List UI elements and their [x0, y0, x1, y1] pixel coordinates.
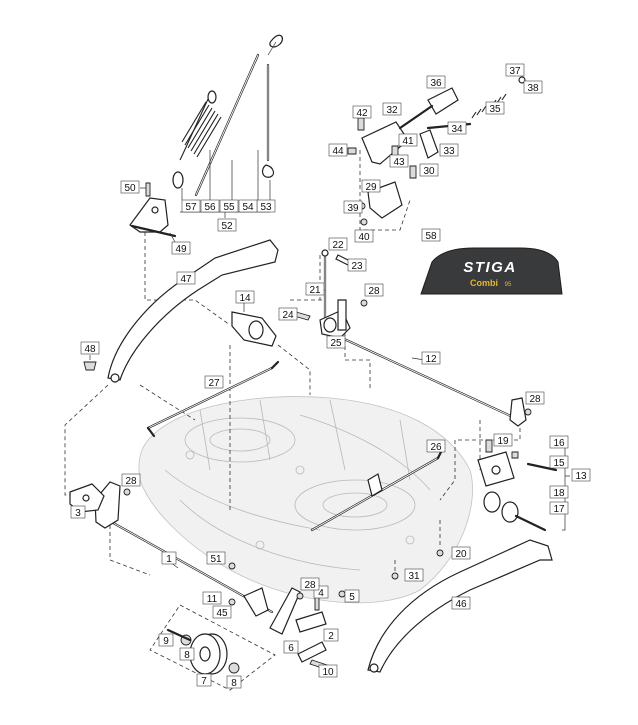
hinge-bracket-14 — [231, 303, 277, 347]
part-label: 22 — [332, 240, 344, 251]
part-label: 37 — [509, 66, 521, 77]
part-label: 30 — [423, 166, 435, 177]
part-label: 8 — [184, 650, 190, 661]
part-label: 46 — [455, 599, 467, 610]
part-label: 16 — [553, 438, 565, 449]
part-label: 54 — [242, 202, 254, 213]
part-label: 28 — [125, 476, 137, 487]
part-label: 51 — [210, 554, 222, 565]
part-label: 15 — [553, 458, 565, 469]
part-label: 24 — [282, 310, 294, 321]
stiga-combi-decal: STIGA Combi 95 — [420, 247, 563, 295]
part-label: 6 — [288, 643, 294, 654]
roller-group-13 — [477, 439, 570, 532]
part-label: 23 — [351, 261, 363, 272]
part-label: 35 — [489, 104, 501, 115]
decal-model-size: 95 — [505, 282, 512, 288]
decal-model: Combi — [470, 278, 498, 288]
part-label: 28 — [368, 286, 380, 297]
part-label: 8 — [231, 678, 237, 689]
part-label: 13 — [575, 471, 587, 482]
part-label: 20 — [455, 549, 467, 560]
part-label: 17 — [553, 504, 565, 515]
bar-47 — [107, 239, 279, 383]
decal-plate — [420, 247, 563, 295]
part-label: 53 — [260, 202, 272, 213]
part-label: 34 — [451, 124, 463, 135]
part-label: 12 — [425, 354, 437, 365]
part-label: 18 — [553, 488, 565, 499]
part-label: 5 — [349, 592, 355, 603]
pivot-25 — [319, 299, 351, 339]
part-label: 28 — [304, 580, 316, 591]
rod-26 — [310, 448, 444, 532]
part-label: 58 — [425, 231, 437, 242]
part-label: 10 — [322, 667, 334, 678]
lever-assembly — [347, 76, 526, 226]
part-label: 47 — [180, 274, 192, 285]
part-label: 4 — [318, 588, 324, 599]
part-label: 38 — [527, 83, 539, 94]
decal-brand: STIGA — [463, 259, 516, 276]
rod-27 — [146, 360, 280, 438]
part-label: 40 — [358, 232, 370, 243]
part-label: 39 — [347, 203, 359, 214]
part-label: 41 — [402, 136, 414, 147]
part-label: 3 — [75, 508, 81, 519]
part-label: 9 — [163, 636, 169, 647]
part-label: 11 — [207, 594, 218, 605]
part-label: 28 — [529, 394, 541, 405]
small-hardware — [123, 299, 532, 606]
part-label: 44 — [332, 146, 344, 157]
part-label: 7 — [201, 676, 207, 687]
bar-46 — [367, 539, 553, 673]
part-label: 26 — [430, 442, 442, 453]
part-label: 21 — [309, 285, 321, 296]
bracket-3 — [69, 483, 105, 513]
part-label: 2 — [328, 631, 334, 642]
rod-12 — [340, 336, 527, 427]
spring-chain-group — [172, 34, 284, 218]
part-number-labels: 1 2 3 4 5 6 7 8 8 9 10 11 12 13 14 15 16… — [70, 63, 591, 689]
part-label: 57 — [185, 202, 197, 213]
part-label: 50 — [124, 183, 136, 194]
part-label: 52 — [221, 221, 233, 232]
part-label: 42 — [356, 108, 368, 119]
part-label: 45 — [216, 608, 228, 619]
part-label: 29 — [365, 182, 377, 193]
screw-48 — [83, 355, 97, 371]
part-label: 19 — [497, 436, 509, 447]
part-label: 43 — [393, 157, 405, 168]
part-label: 48 — [84, 344, 96, 355]
part-label: 55 — [223, 202, 235, 213]
part-label: 32 — [386, 105, 398, 116]
part-label: 31 — [408, 571, 420, 582]
part-label: 56 — [204, 202, 216, 213]
part-label: 49 — [175, 244, 187, 255]
part-label: 33 — [443, 146, 455, 157]
part-label: 27 — [208, 378, 220, 389]
mower-deck-ghost — [138, 396, 473, 604]
bracket-49 — [129, 182, 177, 243]
wheel-7 — [166, 628, 240, 675]
part-label: 36 — [430, 78, 442, 89]
part-label: 25 — [330, 338, 342, 349]
part-label: 1 — [166, 554, 172, 565]
part-label: 14 — [239, 293, 251, 304]
